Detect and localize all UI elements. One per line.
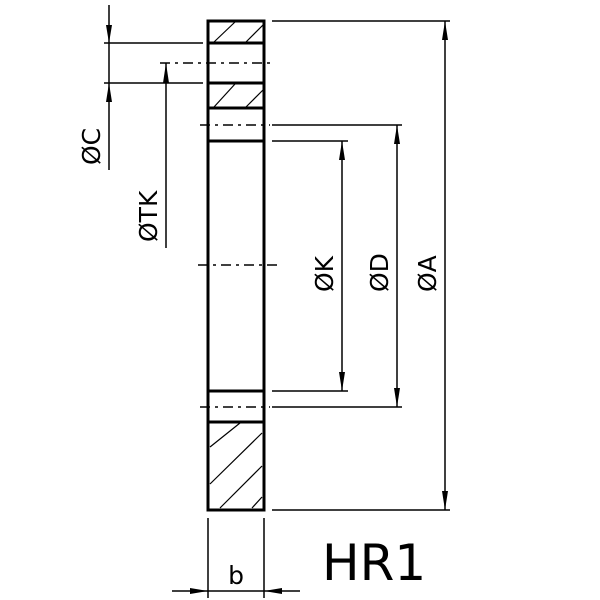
arrow-a-bottom — [442, 491, 448, 510]
hatch-middle — [213, 83, 264, 108]
arrow-b-left — [190, 588, 208, 594]
arrow-d-bottom — [394, 388, 400, 407]
section-lines — [208, 41, 264, 424]
dimension-d: ØD — [365, 125, 400, 407]
label-dim-a: ØA — [413, 255, 442, 292]
label-dim-d: ØD — [365, 253, 394, 292]
label-dim-tk: ØTK — [134, 190, 163, 242]
dimension-a: ØA — [413, 21, 448, 510]
dimension-b: b — [172, 561, 300, 594]
hatch-bottom — [209, 422, 263, 509]
label-dim-k: ØK — [310, 255, 339, 292]
label-dim-b: b — [228, 561, 244, 590]
hatch-top — [213, 21, 264, 43]
arrow-b-right — [264, 588, 282, 594]
arrow-a-top — [442, 21, 448, 40]
extension-lines — [104, 20, 450, 598]
label-dim-c: ØC — [77, 128, 106, 165]
arrow-k-top — [339, 141, 345, 160]
arrow-tk-top — [163, 63, 169, 83]
center-lines — [160, 62, 278, 408]
dimension-c: ØC — [77, 5, 112, 170]
arrow-c-bottom — [106, 83, 112, 102]
arrow-d-top — [394, 125, 400, 144]
drawing-title: HR1 — [322, 534, 426, 592]
arrow-c-top — [106, 25, 112, 43]
dimension-tk: ØTK — [134, 63, 169, 248]
dimension-k: ØK — [310, 141, 345, 391]
arrow-k-bottom — [339, 372, 345, 391]
